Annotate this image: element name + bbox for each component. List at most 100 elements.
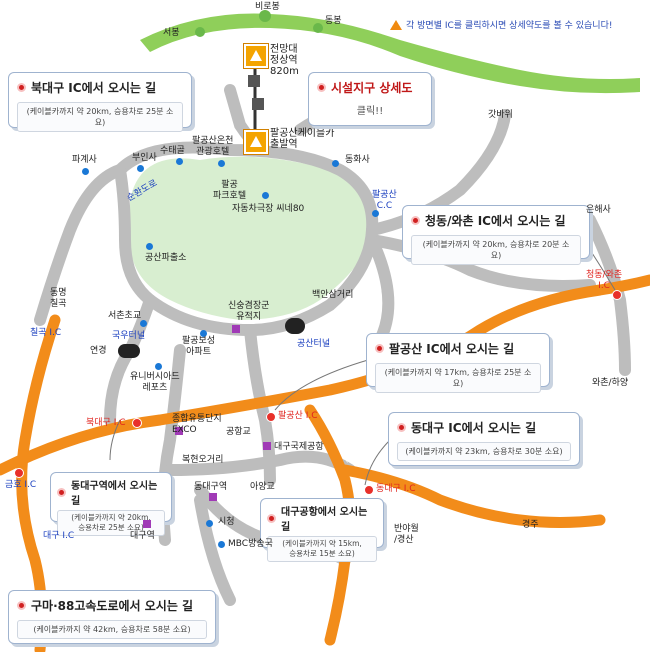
place-dot xyxy=(262,192,269,199)
place-label: 와촌/하양 xyxy=(592,378,629,388)
ic-geumho-marker[interactable] xyxy=(14,468,24,478)
peak-label: 서봉 xyxy=(163,28,180,38)
bullet-icon xyxy=(317,83,326,92)
route-card-airport[interactable]: 대구공항에서 오시는 길 (케이블카까지 약 15km, 승용차로 15분 소요… xyxy=(260,498,384,562)
ic-label: 금호 I.C xyxy=(5,480,37,490)
place-label: 공산파출소 xyxy=(145,253,187,263)
peak-label: 동봉 xyxy=(325,16,342,26)
route-title: 북대구 IC에서 오시는 길 xyxy=(31,81,157,95)
place-label: 백안삼거리 xyxy=(312,290,354,300)
cable-car-icon xyxy=(248,75,260,87)
route-desc: (케이블카까지 약 17km, 승용차로 25분 소요) xyxy=(375,363,541,393)
place-label: 수태골 xyxy=(160,146,185,156)
place-label: 경주 xyxy=(522,520,539,530)
place-dot xyxy=(332,160,339,167)
bullet-icon xyxy=(375,344,384,353)
ic-label: 대구 I.C xyxy=(43,531,75,541)
place-dot xyxy=(372,210,379,217)
place-label: 종합유통단지 EXCO xyxy=(172,414,222,435)
route-card-dongdaegu[interactable]: 동대구 IC에서 오시는 길 (케이블카까지 약 23km, 승용차로 30분 … xyxy=(388,412,580,466)
cable-car-icon xyxy=(252,98,264,110)
place-label: 부인사 xyxy=(132,153,157,163)
route-card-palgongsan[interactable]: 팔공산 IC에서 오시는 길 (케이블카까지 약 17km, 승용차로 25분 … xyxy=(366,333,550,393)
route-title: 대구공항에서 오시는 길 xyxy=(281,507,368,533)
bullet-icon xyxy=(397,423,406,432)
gukutunnel-entrance xyxy=(118,344,140,358)
route-card-bukdaegu[interactable]: 북대구 IC에서 오시는 길 (케이블카까지 약 20km, 승용차로 25분 … xyxy=(8,72,192,132)
place-label: 팔공산온천 관광호텔 xyxy=(192,136,234,157)
ic-label: 팔공산 C.C xyxy=(372,190,397,211)
ic-cheongdong-marker[interactable] xyxy=(612,290,622,300)
bullet-icon xyxy=(17,601,26,610)
landmark-marker-icon xyxy=(209,493,217,501)
place-label: 팔공보성 아파트 xyxy=(182,336,216,357)
detail-map-title: 시설지구 상세도 xyxy=(331,81,413,95)
place-label: 자동차극장 씨네80 xyxy=(232,204,305,214)
park-area xyxy=(130,156,372,320)
place-label: 동명 칠곡 xyxy=(50,288,67,309)
cable-bottom-label: 팔공산케이블카 출발역 xyxy=(270,128,335,150)
place-label: 서촌초교 xyxy=(108,311,142,321)
route-card-dongdaegu-station[interactable]: 동대구역에서 오시는 길 (케이블카까지 약 20km, 승용차로 25분 소요… xyxy=(50,472,172,536)
detail-map-action: 클릭!! xyxy=(356,106,384,117)
warning-icon xyxy=(390,19,402,30)
route-card-gumi[interactable]: 구마·88고속도로에서 오시는 길 (케이블카까지 약 42km, 승용차로 5… xyxy=(8,590,216,644)
route-title: 동대구역에서 오시는 길 xyxy=(71,481,158,507)
route-title: 구마·88고속도로에서 오시는 길 xyxy=(31,599,194,613)
bullet-icon xyxy=(17,83,26,92)
route-desc: (케이블카까지 약 20km, 승용차로 20분 소요) xyxy=(411,235,581,265)
place-label: 은해사 xyxy=(586,205,611,215)
ic-label: 칠곡 I.C xyxy=(30,328,62,338)
place-dot xyxy=(82,168,89,175)
place-label: 파계사 xyxy=(72,155,97,165)
road-label: 공산터널 xyxy=(297,339,331,349)
cable-top-label: 전망대 정상역 820m xyxy=(270,44,299,77)
place-label: 유니버시아드 레포츠 xyxy=(130,372,180,393)
ic-label: 동대구 I.C xyxy=(376,484,416,494)
place-label: 아양교 xyxy=(250,482,275,492)
route-desc: (케이블카까지 약 42km, 승용차로 58분 소요) xyxy=(17,620,207,639)
place-label: 갓바위 xyxy=(488,110,513,120)
place-label: MBC방송국 xyxy=(228,539,273,549)
peak-marker-icon xyxy=(195,27,205,37)
landmark-marker-icon xyxy=(143,520,151,528)
ic-label: 북대구 I.C xyxy=(86,418,126,428)
place-dot xyxy=(137,165,144,172)
detail-map-card[interactable]: 시설지구 상세도 클릭!! xyxy=(308,72,432,126)
place-label: 시청 xyxy=(218,517,235,527)
place-label: 복현오거리 xyxy=(182,455,224,465)
route-title: 동대구 IC에서 오시는 길 xyxy=(411,421,537,435)
place-dot xyxy=(146,243,153,250)
route-desc: (케이블카까지 약 23km, 승용차로 30분 소요) xyxy=(397,442,571,461)
ic-dongdaegu-marker[interactable] xyxy=(364,485,374,495)
route-desc: (케이블카까지 약 20km, 승용차로 25분 소요) xyxy=(17,102,183,132)
place-label: 신숭겸장군 유적지 xyxy=(228,301,270,322)
ic-bukdaegu-marker[interactable] xyxy=(132,418,142,428)
place-label: 반야월 /경산 xyxy=(394,524,419,545)
place-label: 공항교 xyxy=(226,427,251,437)
place-dot xyxy=(140,320,147,327)
place-label: 연경 xyxy=(90,346,107,356)
route-card-cheongdong[interactable]: 청동/와촌 IC에서 오시는 길 (케이블카까지 약 20km, 승용차로 20… xyxy=(402,205,590,265)
place-label: 팔공 파크호텔 xyxy=(213,180,247,201)
road-label: 국우터널 xyxy=(112,331,146,341)
ic-palgongsan-marker[interactable] xyxy=(266,412,276,422)
peak-marker-icon xyxy=(259,10,271,22)
place-label: 동대구역 xyxy=(194,482,228,492)
callout-lines xyxy=(109,249,616,486)
mountain-ridge xyxy=(140,13,640,94)
place-dot xyxy=(155,363,162,370)
notice-text: 각 방면별 IC를 클릭하시면 상세약도를 볼 수 있습니다! xyxy=(406,21,613,31)
notice: 각 방면별 IC를 클릭하시면 상세약도를 볼 수 있습니다! xyxy=(390,18,612,31)
place-dot xyxy=(206,520,213,527)
landmark-marker-icon xyxy=(175,427,183,435)
cable-bottom-station-icon[interactable] xyxy=(244,130,268,154)
cable-top-station-icon[interactable] xyxy=(244,44,268,68)
peak-marker-icon xyxy=(313,23,323,33)
gongsantunnel-entrance xyxy=(285,318,305,334)
ic-label: 팔공산 I.C xyxy=(278,411,318,421)
landmark-marker-icon xyxy=(263,442,271,450)
place-dot xyxy=(218,160,225,167)
bullet-icon xyxy=(411,216,420,225)
